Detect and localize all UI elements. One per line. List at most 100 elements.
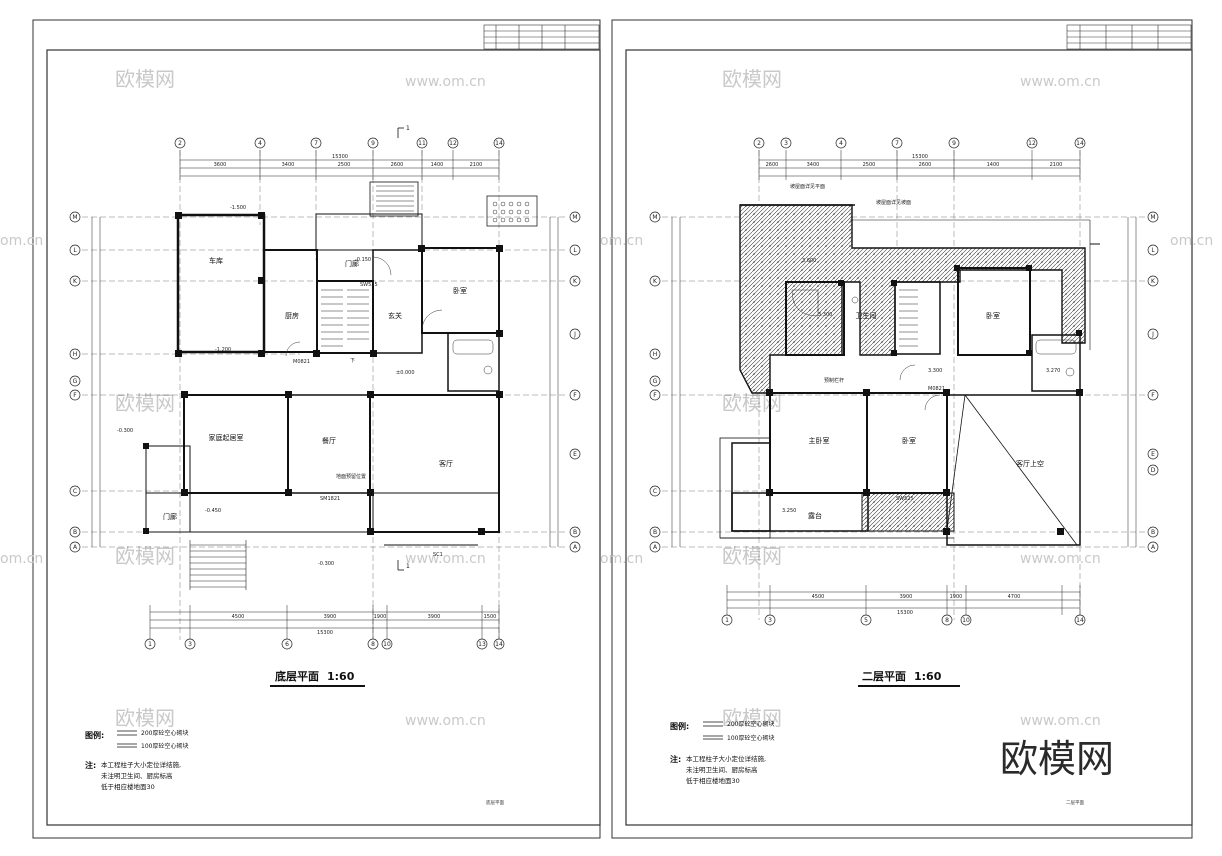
level-mark: 3.300 bbox=[818, 312, 832, 318]
axis-label: 10 bbox=[962, 617, 970, 624]
room-label-living: 客厅 bbox=[439, 459, 453, 468]
watermark-site: www.om.cn bbox=[1020, 551, 1101, 567]
dimension: 2100 bbox=[470, 162, 483, 168]
row-axis-label: E bbox=[1151, 451, 1155, 458]
level-mark: -0.300 bbox=[117, 428, 133, 434]
row-axis-label: B bbox=[1151, 529, 1155, 536]
row-axis-label: J bbox=[573, 331, 576, 338]
dimension: 2600 bbox=[391, 162, 404, 168]
dimension: 2600 bbox=[919, 162, 932, 168]
room-label-bedroom: 卧室 bbox=[453, 286, 467, 295]
sheet-ground-floor: 欧模网 www.om.cn 欧模网 欧模网 www.om.cn 欧模网 www.… bbox=[0, 19, 601, 839]
level-mark: 3.300 bbox=[928, 368, 942, 374]
row-axis-label: F bbox=[573, 392, 577, 399]
row-axis-label: A bbox=[1151, 544, 1156, 551]
dimension: 2600 bbox=[766, 162, 779, 168]
axis-label: 14 bbox=[1076, 617, 1084, 624]
annotation: 下 bbox=[350, 358, 355, 364]
room-label-entry: 门廊 bbox=[345, 259, 359, 268]
note-line: 未注明卫生间、厨房标高 bbox=[101, 771, 173, 780]
dimension: 3400 bbox=[807, 162, 820, 168]
dimension: 1400 bbox=[431, 162, 444, 168]
room-label-entrance: 玄关 bbox=[388, 311, 402, 320]
watermark-site: om.cn bbox=[0, 233, 43, 249]
sheet-title: 底层平面 bbox=[275, 669, 319, 683]
note-label: 注: bbox=[85, 760, 96, 770]
level-mark: 3.250 bbox=[782, 508, 796, 514]
row-axis-label: K bbox=[73, 278, 78, 285]
watermark-site: om.cn bbox=[1170, 233, 1213, 249]
row-axis-label: M bbox=[1150, 214, 1155, 221]
note-line: 低于相应楼地面30 bbox=[101, 782, 155, 791]
room-label-master: 主卧室 bbox=[809, 436, 830, 445]
annotation: SW525 bbox=[360, 282, 378, 288]
watermark-brand: 欧模网 bbox=[722, 544, 782, 568]
room-label-void: 客厅上空 bbox=[1016, 459, 1044, 468]
axis-label: 8 bbox=[371, 641, 375, 648]
row-axis-label: M bbox=[652, 214, 657, 221]
watermark-site: www.om.cn bbox=[405, 551, 486, 567]
row-axis-label: G bbox=[73, 378, 78, 385]
row-axis-label: K bbox=[653, 278, 658, 285]
note-line: 本工程柱子大小定位详结施, bbox=[101, 760, 181, 769]
level-mark: ±0.000 bbox=[396, 370, 415, 376]
sheet-footer: 底层平面 bbox=[486, 799, 504, 806]
watermark-site: om.cn bbox=[600, 551, 643, 567]
watermark-brand: 欧模网 bbox=[115, 544, 175, 568]
annotation: SM1821 bbox=[320, 496, 340, 502]
roof-tile-area bbox=[739, 204, 1086, 394]
room-label-porch: 门廊 bbox=[163, 512, 177, 521]
floor-fixture-icon bbox=[486, 195, 538, 227]
axis-label: 1 bbox=[148, 641, 152, 648]
watermark-brand: 欧模网 bbox=[115, 706, 175, 730]
row-axis-label: F bbox=[73, 392, 77, 399]
row-axis-label: M bbox=[72, 214, 77, 221]
legend-item: 100厚砼空心砌块 bbox=[727, 734, 774, 742]
watermark-site: om.cn bbox=[0, 551, 43, 567]
row-axis-label: C bbox=[653, 488, 657, 495]
legend-label: 图例: bbox=[670, 721, 689, 731]
axis-label: 11 bbox=[418, 140, 426, 147]
ground-floor-plan bbox=[145, 181, 500, 546]
dimension: 3900 bbox=[324, 614, 337, 620]
dimension: 2500 bbox=[863, 162, 876, 168]
dimension: 2500 bbox=[338, 162, 351, 168]
total-dimension: 15300 bbox=[332, 154, 348, 160]
room-label-bedroom: 卧室 bbox=[902, 436, 916, 445]
row-axis-label: H bbox=[653, 351, 658, 358]
sheet-scale: 1:60 bbox=[914, 670, 942, 683]
axis-label: 2 bbox=[178, 140, 182, 147]
sheet-footer: 二层平面 bbox=[1066, 800, 1084, 806]
row-axis-label: C bbox=[73, 488, 77, 495]
row-axis-label: A bbox=[653, 544, 658, 551]
axis-label: 7 bbox=[895, 140, 899, 147]
level-mark: -0.300 bbox=[318, 561, 334, 567]
annotation: SW525 bbox=[896, 496, 914, 502]
row-axis-label: L bbox=[573, 247, 577, 254]
watermark-site: www.om.cn bbox=[1020, 713, 1101, 729]
section-mark: 1 bbox=[406, 125, 410, 132]
watermark-brand: 欧模网 bbox=[115, 67, 175, 91]
row-axis-label: L bbox=[73, 247, 77, 254]
dimension: 3600 bbox=[214, 162, 227, 168]
row-axis-label: B bbox=[73, 529, 77, 536]
axis-label: 9 bbox=[952, 140, 956, 147]
terrace-tile-area bbox=[861, 492, 955, 532]
level-mark: 3.270 bbox=[1046, 368, 1060, 374]
row-axis-label: K bbox=[573, 278, 578, 285]
row-axis-label: F bbox=[653, 392, 657, 399]
axis-label: 10 bbox=[383, 641, 391, 648]
watermark-site: www.om.cn bbox=[405, 713, 486, 729]
dimension: 3900 bbox=[900, 594, 913, 600]
row-axis-label: F bbox=[1151, 392, 1155, 399]
axis-label: 13 bbox=[478, 641, 486, 648]
axis-label: 4 bbox=[258, 140, 262, 147]
annotation: 坡屋面详见平面 bbox=[790, 183, 825, 190]
level-mark: -0.450 bbox=[205, 508, 221, 514]
dimension: 1500 bbox=[484, 614, 497, 620]
watermark-site: www.om.cn bbox=[1020, 74, 1101, 90]
axis-label: 2 bbox=[757, 140, 761, 147]
row-axis-label: A bbox=[573, 544, 578, 551]
axis-label: 1 bbox=[725, 617, 729, 624]
